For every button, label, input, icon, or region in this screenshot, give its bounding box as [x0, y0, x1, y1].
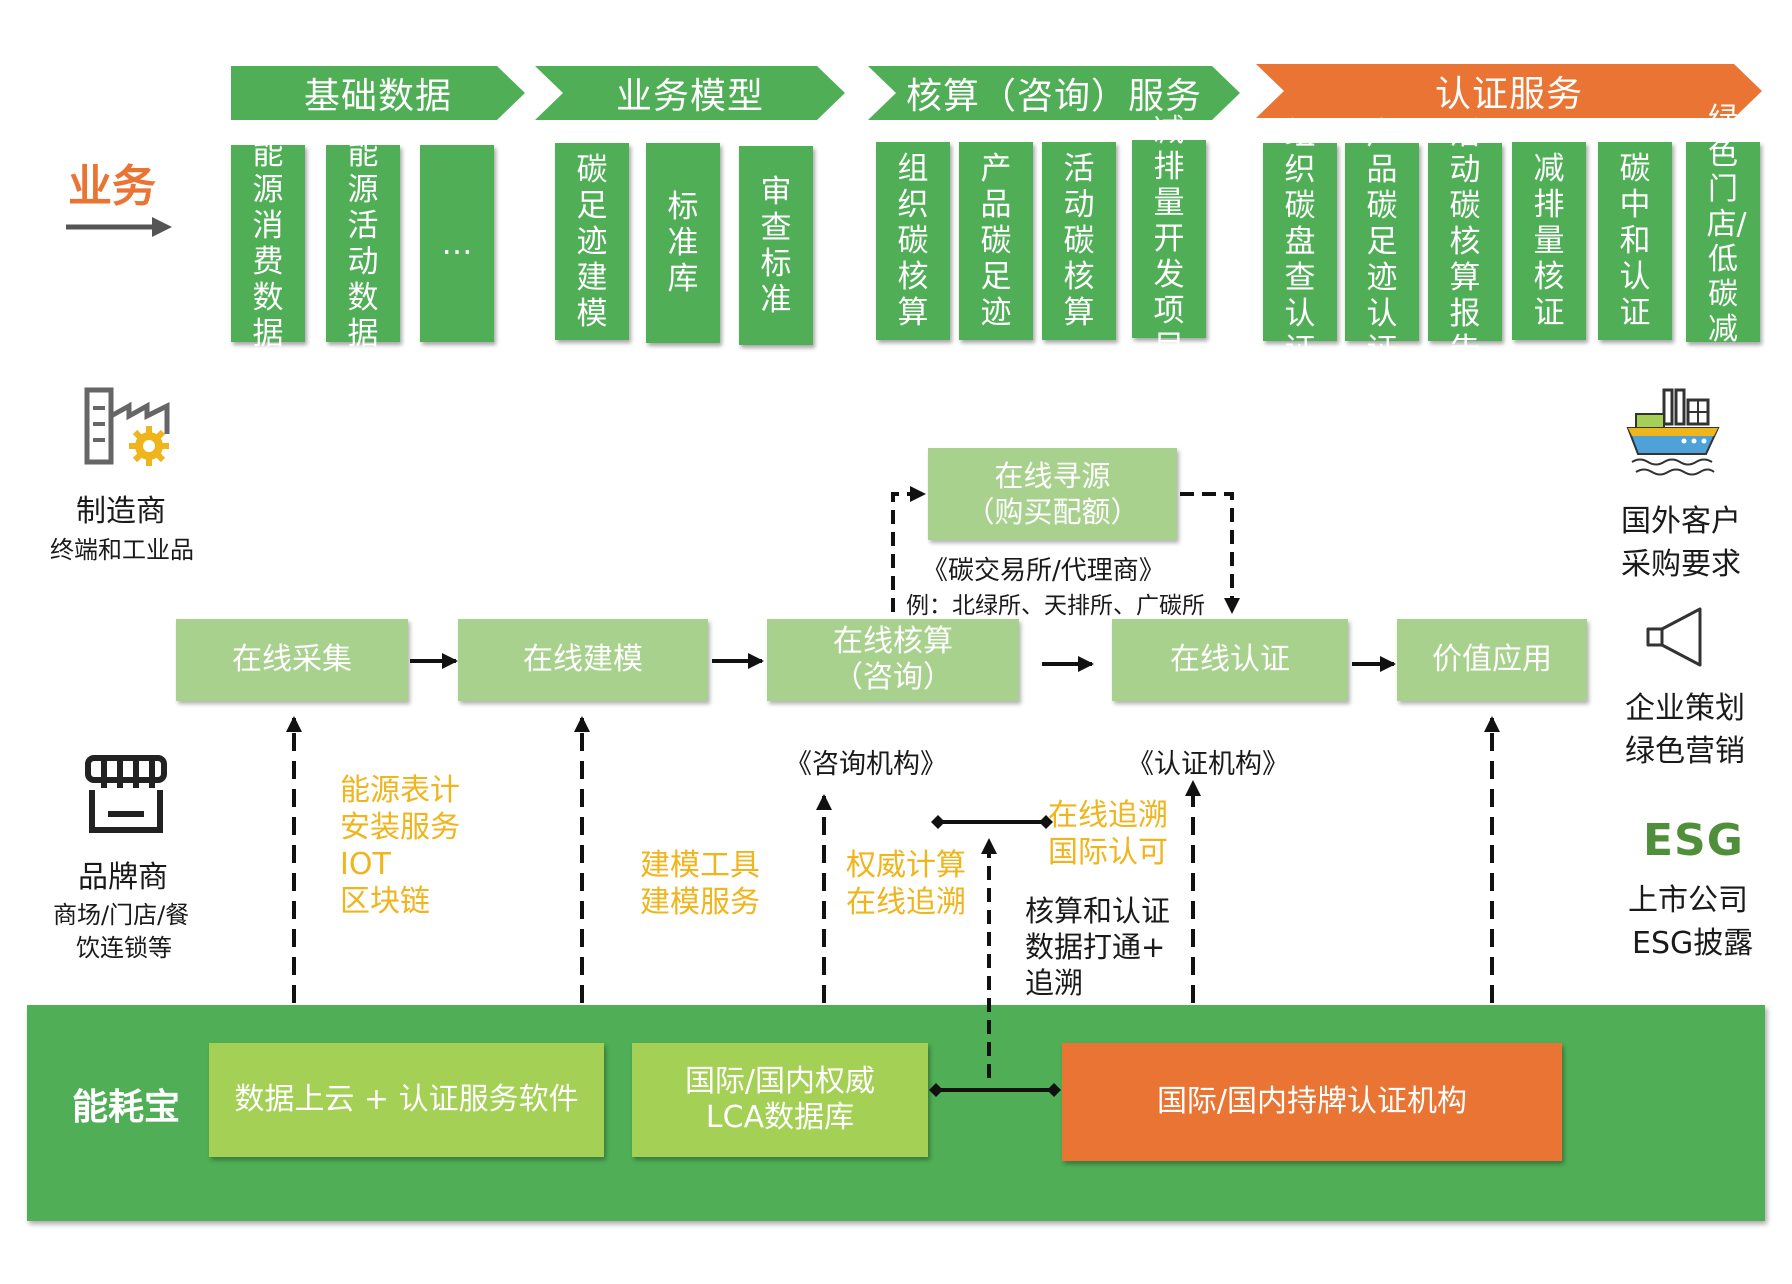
- card-footprint-model: 碳足迹建模: [555, 143, 629, 340]
- manufacturer-subtitle: 终端和工业品: [50, 536, 194, 564]
- note-data-link-1: 核算和认证: [1025, 894, 1171, 928]
- phase-label: 认证服务: [1434, 74, 1583, 115]
- card-product-footprint-cert: 产品碳足迹认证: [1345, 116, 1419, 368]
- note-data-link-3: 追溯: [1025, 966, 1084, 1000]
- note-trace: 在线追溯: [1048, 798, 1168, 833]
- exchange-examples: 例：北绿所、天排所、广碳所: [906, 593, 1205, 619]
- flow-value-application: 价值应用: [1397, 619, 1587, 701]
- certification-org-label: 《认证机构》: [1127, 749, 1289, 780]
- phase-label: 核算（咨询）服务: [905, 76, 1202, 117]
- note-intl-recognized: 国际认可: [1048, 835, 1168, 870]
- esg-disclosure: ESG披露: [1632, 926, 1754, 961]
- card-neutrality-cert: 碳中和认证: [1598, 142, 1672, 340]
- note-model-tool: 建模工具: [640, 848, 760, 883]
- phase-basic-data: 基础数据: [231, 66, 525, 120]
- storefront-icon: [85, 755, 167, 833]
- consulting-org-label: 《咨询机构》: [785, 749, 947, 780]
- card-energy-activity: 能源活动数据: [326, 136, 400, 352]
- flow-online-accounting: 在线核算 （咨询）: [767, 619, 1019, 701]
- card-activity-accounting: 活动碳核算: [1042, 142, 1116, 340]
- card-emission-reduction-project: 减排量开发项目: [1132, 113, 1206, 365]
- right-arrow-icon: [66, 217, 172, 237]
- esg-logo: ESG: [1643, 815, 1744, 866]
- flow-online-sourcing: 在线寻源 （购买配额）: [928, 448, 1177, 540]
- card-green-store: 绿色门店/低碳减塑: [1686, 102, 1760, 382]
- phase-label: 基础数据: [303, 76, 452, 117]
- card-product-footprint: 产品碳足迹: [959, 142, 1033, 340]
- platform-cloud-software: 数据上云 + 认证服务软件: [209, 1043, 604, 1157]
- cargo-ship-icon: [1626, 388, 1720, 476]
- card-standard-library: 标准库: [646, 143, 720, 343]
- card-org-accounting: 组织碳核算: [876, 142, 950, 340]
- card-more: …: [420, 145, 494, 342]
- foreign-customer-1: 国外客户: [1621, 504, 1741, 539]
- flow-online-certify: 在线认证: [1112, 619, 1348, 701]
- flow-online-collect: 在线采集: [176, 619, 408, 701]
- note-model-service: 建模服务: [640, 885, 760, 920]
- flow-online-model: 在线建模: [458, 619, 708, 701]
- note-data-link-2: 数据打通+: [1025, 930, 1166, 964]
- note-blockchain: 区块链: [340, 884, 430, 919]
- note-install-service: 安装服务: [340, 810, 460, 845]
- dashed-sourcing-to-certify: [1180, 492, 1240, 614]
- phase-certification-service: 认证服务: [1256, 64, 1762, 118]
- phase-business-model: 业务模型: [535, 66, 845, 120]
- dashed-accounting-to-sourcing: [891, 486, 926, 612]
- card-reduction-verification: 减排量核证: [1512, 142, 1586, 340]
- brand-subtitle-2: 饮连锁等: [76, 934, 172, 962]
- marketing-2: 绿色营销: [1625, 734, 1745, 769]
- platform-lca-database: 国际/国内权威 LCA数据库: [632, 1043, 928, 1157]
- note-online-trace: 在线追溯: [846, 885, 966, 920]
- esg-listed-company: 上市公司: [1628, 883, 1748, 918]
- brand-subtitle-1: 商场/门店/餐: [53, 901, 190, 929]
- marketing-1: 企业策划: [1625, 691, 1745, 726]
- factory-icon: [84, 387, 170, 466]
- foreign-customer-2: 采购要求: [1621, 547, 1741, 582]
- note-authority-calc: 权威计算: [846, 848, 966, 883]
- megaphone-icon: [1646, 607, 1702, 667]
- manufacturer-title: 制造商: [76, 494, 166, 529]
- platform-certification-body: 国际/国内持牌认证机构: [1062, 1043, 1562, 1161]
- phase-accounting-service: 核算（咨询）服务: [868, 66, 1240, 120]
- note-iot: IOT: [340, 847, 391, 882]
- exchange-note: 《碳交易所/代理商》: [922, 556, 1165, 586]
- platform-name: 能耗宝: [72, 1087, 181, 1128]
- card-activity-report: 活动碳核算报告: [1428, 116, 1502, 368]
- business-label: 业务: [68, 161, 156, 212]
- phase-label: 业务模型: [615, 76, 764, 117]
- card-org-inventory-cert: 组织碳盘查认证: [1263, 116, 1337, 368]
- note-energy-meter: 能源表计: [340, 773, 460, 808]
- brand-title: 品牌商: [78, 860, 168, 895]
- card-review-standard: 审查标准: [739, 146, 813, 345]
- card-energy-consumption: 能源消费数据: [231, 136, 305, 352]
